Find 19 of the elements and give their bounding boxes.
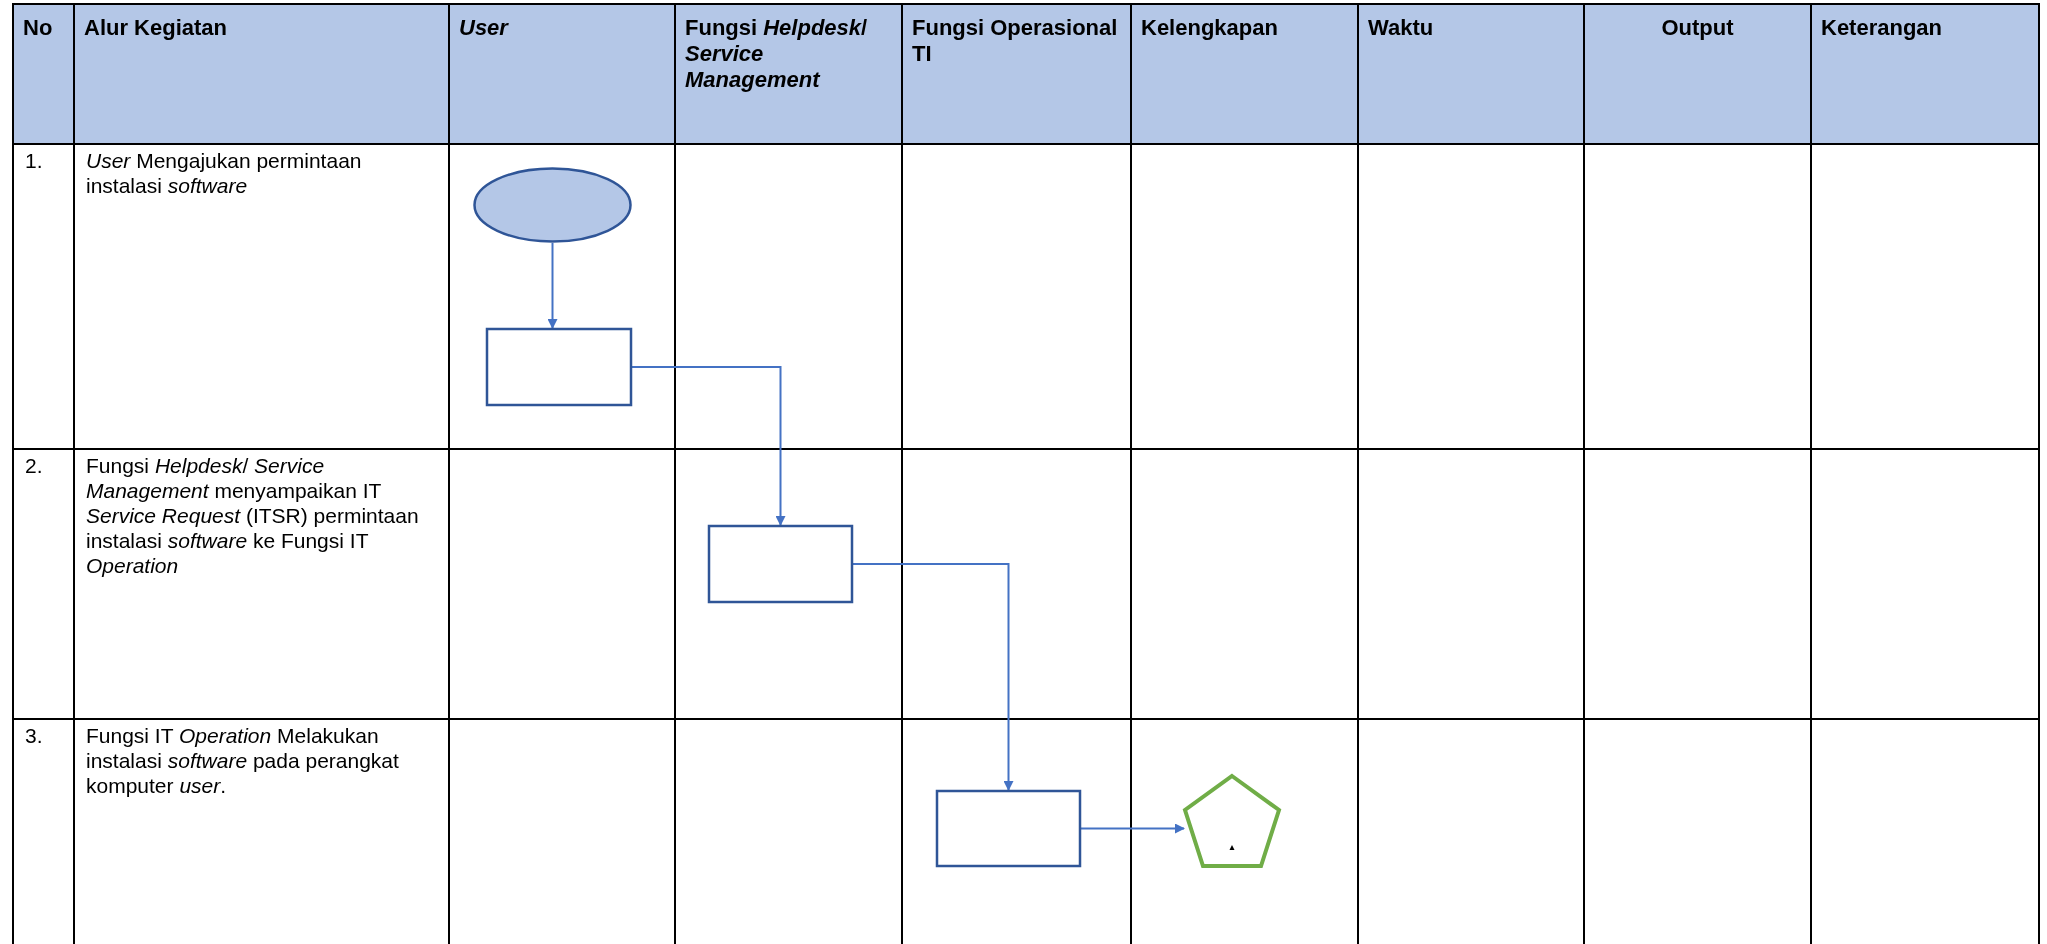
arrow bbox=[1080, 823, 1185, 834]
step-number: 2. bbox=[24, 453, 44, 478]
step-number: 3. bbox=[24, 723, 44, 748]
column-header: No bbox=[22, 14, 54, 41]
column-header: Fungsi Operasional TI bbox=[911, 14, 1119, 67]
step-number: 1. bbox=[24, 148, 44, 173]
column-header: User bbox=[458, 14, 510, 41]
arrow bbox=[631, 366, 786, 526]
column-header: Fungsi Helpdesk/ Service Management bbox=[684, 14, 869, 93]
column-header: Kelengkapan bbox=[1140, 14, 1279, 41]
step-description: User Mengajukan permintaan instalasi software bbox=[85, 148, 363, 198]
column-header: Keterangan bbox=[1820, 14, 1944, 41]
arrow bbox=[852, 563, 1014, 791]
arrow bbox=[547, 242, 558, 329]
step-description: Fungsi IT Operation Melakukan instalasi software pada perangkat komputer user. bbox=[85, 723, 400, 798]
column-header: Alur Kegiatan bbox=[83, 14, 229, 41]
column-header: Output bbox=[1660, 14, 1735, 41]
column-header: Waktu bbox=[1367, 14, 1435, 41]
step-description: Fungsi Helpdesk/ Service Management menyampaikan IT Service Request (ITSR) permintaan instalasi software ke Fungsi IT Operation bbox=[85, 453, 420, 578]
